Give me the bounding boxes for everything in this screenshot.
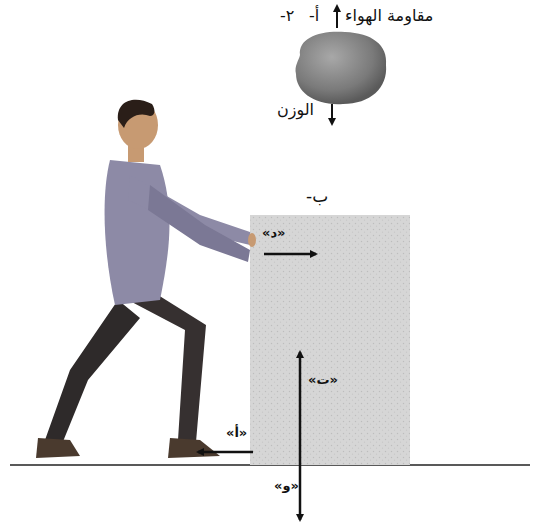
force-letter: «ت»: [308, 372, 338, 388]
weight-force-arrow: [299, 465, 302, 520]
air-resistance-arrow: [336, 6, 338, 28]
normal-force-arrow: [299, 352, 302, 465]
weight-arrow: [331, 104, 333, 124]
force-letter: «د»: [262, 225, 285, 241]
force-letter: «أ»: [226, 425, 247, 441]
force-label: الوزن: [277, 100, 314, 119]
person: [36, 100, 256, 458]
friction-arrow: [198, 451, 253, 454]
force-letter: «و»: [274, 478, 299, 494]
part-label: ب-: [306, 186, 328, 206]
rock: [296, 32, 387, 104]
question-number: ٢-: [280, 6, 294, 25]
part-label: أ-: [309, 6, 319, 25]
force-label: مقاومة الهواء: [345, 6, 433, 25]
push-force-arrow: [264, 253, 316, 256]
crate: [250, 215, 410, 465]
